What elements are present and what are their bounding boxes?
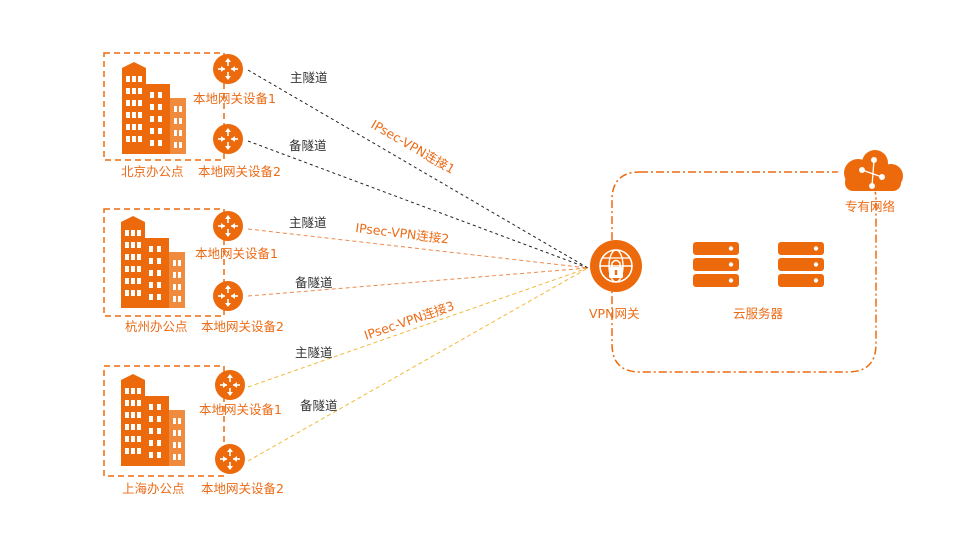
server-icon xyxy=(693,242,739,287)
office-shanghai: 本地网关设备1 本地网关设备2 上海办公点 xyxy=(103,365,284,496)
router-icon xyxy=(212,280,244,312)
tunnel-label-primary: 主隧道 xyxy=(289,215,327,230)
vpc-area: 专有网络 VPN网关 云服务器 xyxy=(589,150,904,373)
vpn-gateway-label: VPN网关 xyxy=(589,306,639,321)
tunnel-labels: 主隧道 备隧道 主隧道 备隧道 主隧道 备隧道 xyxy=(289,70,338,413)
cloud-icon xyxy=(836,150,904,192)
server-label: 云服务器 xyxy=(733,306,784,321)
device-label: 本地网关设备1 xyxy=(193,91,276,106)
office-hangzhou: 本地网关设备1 本地网关设备2 杭州办公点 xyxy=(103,208,284,334)
office-boundary xyxy=(103,52,225,161)
tunnel-line-shanghai-backup xyxy=(247,267,589,462)
office-label: 上海办公点 xyxy=(122,481,185,496)
tunnel-label-backup: 备隧道 xyxy=(295,275,333,290)
building-icon xyxy=(121,216,185,308)
router-icon xyxy=(214,369,246,401)
vpc-label: 专有网络 xyxy=(845,199,896,214)
tunnel-line-hangzhou-primary xyxy=(247,228,589,269)
tunnel-line-hangzhou-backup xyxy=(247,267,589,297)
router-icon xyxy=(214,443,246,475)
building-icon xyxy=(121,374,185,466)
router-icon xyxy=(212,53,244,85)
office-boundary xyxy=(103,365,225,477)
router-icon xyxy=(212,210,244,242)
connection-label-1: IPsec-VPN连接1 xyxy=(369,117,458,177)
device-label: 本地网关设备1 xyxy=(195,246,278,261)
office-label: 北京办公点 xyxy=(121,164,184,179)
building-icon xyxy=(122,62,186,154)
office-boundary xyxy=(103,208,225,317)
tunnel-line-beijing-backup xyxy=(247,140,589,269)
office-beijing: 本地网关设备1 本地网关设备2 北京办公点 xyxy=(103,52,281,179)
tunnel-label-primary: 主隧道 xyxy=(295,345,333,360)
device-label: 本地网关设备2 xyxy=(201,319,284,334)
vpc-boundary xyxy=(611,171,877,373)
vpn-gateway-icon xyxy=(590,240,642,292)
device-label: 本地网关设备2 xyxy=(198,164,281,179)
tunnel-label-backup: 备隧道 xyxy=(289,138,327,153)
tunnel-label-backup: 备隧道 xyxy=(300,398,338,413)
server-icon xyxy=(778,242,824,287)
connection-labels: IPsec-VPN连接1 IPsec-VPN连接2 IPsec-VPN连接3 xyxy=(355,117,458,343)
tunnel-lines xyxy=(247,69,589,462)
router-icon xyxy=(212,123,244,155)
device-label: 本地网关设备2 xyxy=(201,481,284,496)
office-label: 杭州办公点 xyxy=(125,319,188,334)
device-label: 本地网关设备1 xyxy=(199,402,282,417)
tunnel-label-primary: 主隧道 xyxy=(290,70,328,85)
connection-label-3: IPsec-VPN连接3 xyxy=(362,298,456,343)
